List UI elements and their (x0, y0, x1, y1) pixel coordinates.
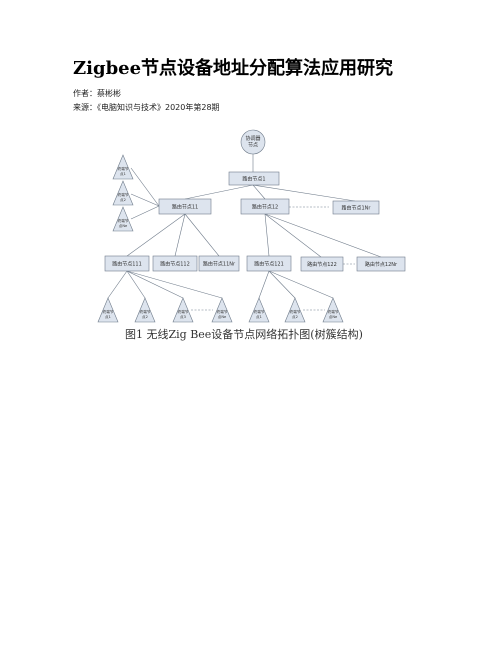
end-node-bottom: 终端节 点1 (97, 297, 119, 323)
router-label: 路由节点121 (254, 261, 284, 268)
end-node-label-line2: 点1 (256, 314, 262, 319)
end-node-label-line1: 终端节 (118, 192, 129, 197)
router-label: 路由节点111 (112, 261, 142, 268)
router-label: 路由节点1 (242, 176, 265, 183)
end-node-label-line1: 终端节 (254, 309, 265, 314)
router-label: 路由节点11 (172, 204, 198, 211)
router-label: 路由节点12Nr (365, 261, 398, 268)
router-label: 路由节点11Nr (203, 261, 236, 268)
end-node-label-line1: 终端节 (140, 309, 151, 314)
router-node-level3: 路由节点121 (246, 255, 292, 272)
end-node-label-line1: 终端节 (118, 218, 129, 223)
router-node-level3: 路由节点11Nr (198, 255, 240, 272)
end-node-bottom: 终端节 点1 (248, 297, 270, 323)
topology-diagram: 协调器 节点 路由节点1 路由节点11 路由节点12 路由节点1Nr 路由节点1… (97, 129, 406, 341)
end-node-bottom: 终端节 点2 (134, 297, 156, 323)
end-node-bottom: 终端节 点Ne (211, 297, 233, 323)
router-node-root: 路由节点1 (228, 171, 280, 186)
coordinator-label-line1: 协调器 (245, 135, 260, 142)
router-label: 路由节点112 (160, 261, 190, 268)
router-node-level2: 路由节点1Nr (332, 200, 380, 215)
end-node-left: 终端节 点1 (112, 154, 134, 180)
end-node-label-line1: 终端节 (290, 309, 301, 314)
end-node-label-line1: 终端节 (118, 166, 129, 171)
end-node-bottom: 终端节 点3 (172, 297, 194, 323)
source-line: 来源：《电脑知识与技术》2020年第28期 (73, 103, 220, 112)
end-node-label-line1: 终端节 (178, 309, 189, 314)
end-node-label-line1: 终端节 (103, 309, 114, 314)
end-node-label-line1: 终端节 (328, 309, 339, 314)
end-node-left: 终端节 点Ne (112, 206, 134, 232)
router-node-level2: 路由节点12 (240, 198, 290, 215)
author-line: 作者：蔡彬彬 (73, 89, 121, 98)
end-node-label-line2: 点Ne (329, 314, 338, 319)
router-node-level2: 路由节点11 (158, 198, 212, 215)
end-node-left: 终端节 点2 (112, 180, 134, 206)
router-label: 路由节点12 (252, 204, 278, 211)
end-node-bottom: 终端节 点2 (284, 297, 306, 323)
network-topology-figure: 协调器 节点 路由节点1 路由节点11 路由节点12 路由节点1Nr 路由节点1… (91, 127, 411, 347)
end-node-label-line2: 点2 (142, 314, 148, 319)
coordinator-node: 协调器 节点 (240, 129, 266, 155)
end-node-label-line2: 点Ne (218, 314, 227, 319)
end-node-label-line1: 终端节 (217, 309, 228, 314)
router-node-level3: 路由节点12Nr (356, 256, 406, 272)
figure-caption: 图1 无线Zig Bee设备节点网络拓扑图(树簇结构) (125, 327, 363, 341)
router-node-level3: 路由节点111 (104, 255, 150, 272)
end-node-label-line2: 点1 (105, 314, 111, 319)
end-node-bottom: 终端节 点Ne (322, 297, 344, 323)
router-node-level3: 路由节点122 (300, 256, 344, 272)
router-label: 路由节点1Nr (342, 205, 372, 212)
router-label: 路由节点122 (307, 261, 337, 268)
end-node-label-line2: 点1 (120, 171, 126, 176)
end-node-label-line2: 点Ne (119, 223, 128, 228)
end-node-label-line2: 点2 (292, 314, 298, 319)
end-node-label-line2: 点2 (120, 197, 126, 202)
coordinator-label-line2: 节点 (248, 143, 258, 149)
diagram-connectors (107, 154, 382, 311)
article-title: Zigbee节点设备地址分配算法应用研究 (73, 58, 394, 79)
end-node-label-line2: 点3 (180, 314, 186, 319)
router-node-level3: 路由节点112 (152, 255, 198, 272)
